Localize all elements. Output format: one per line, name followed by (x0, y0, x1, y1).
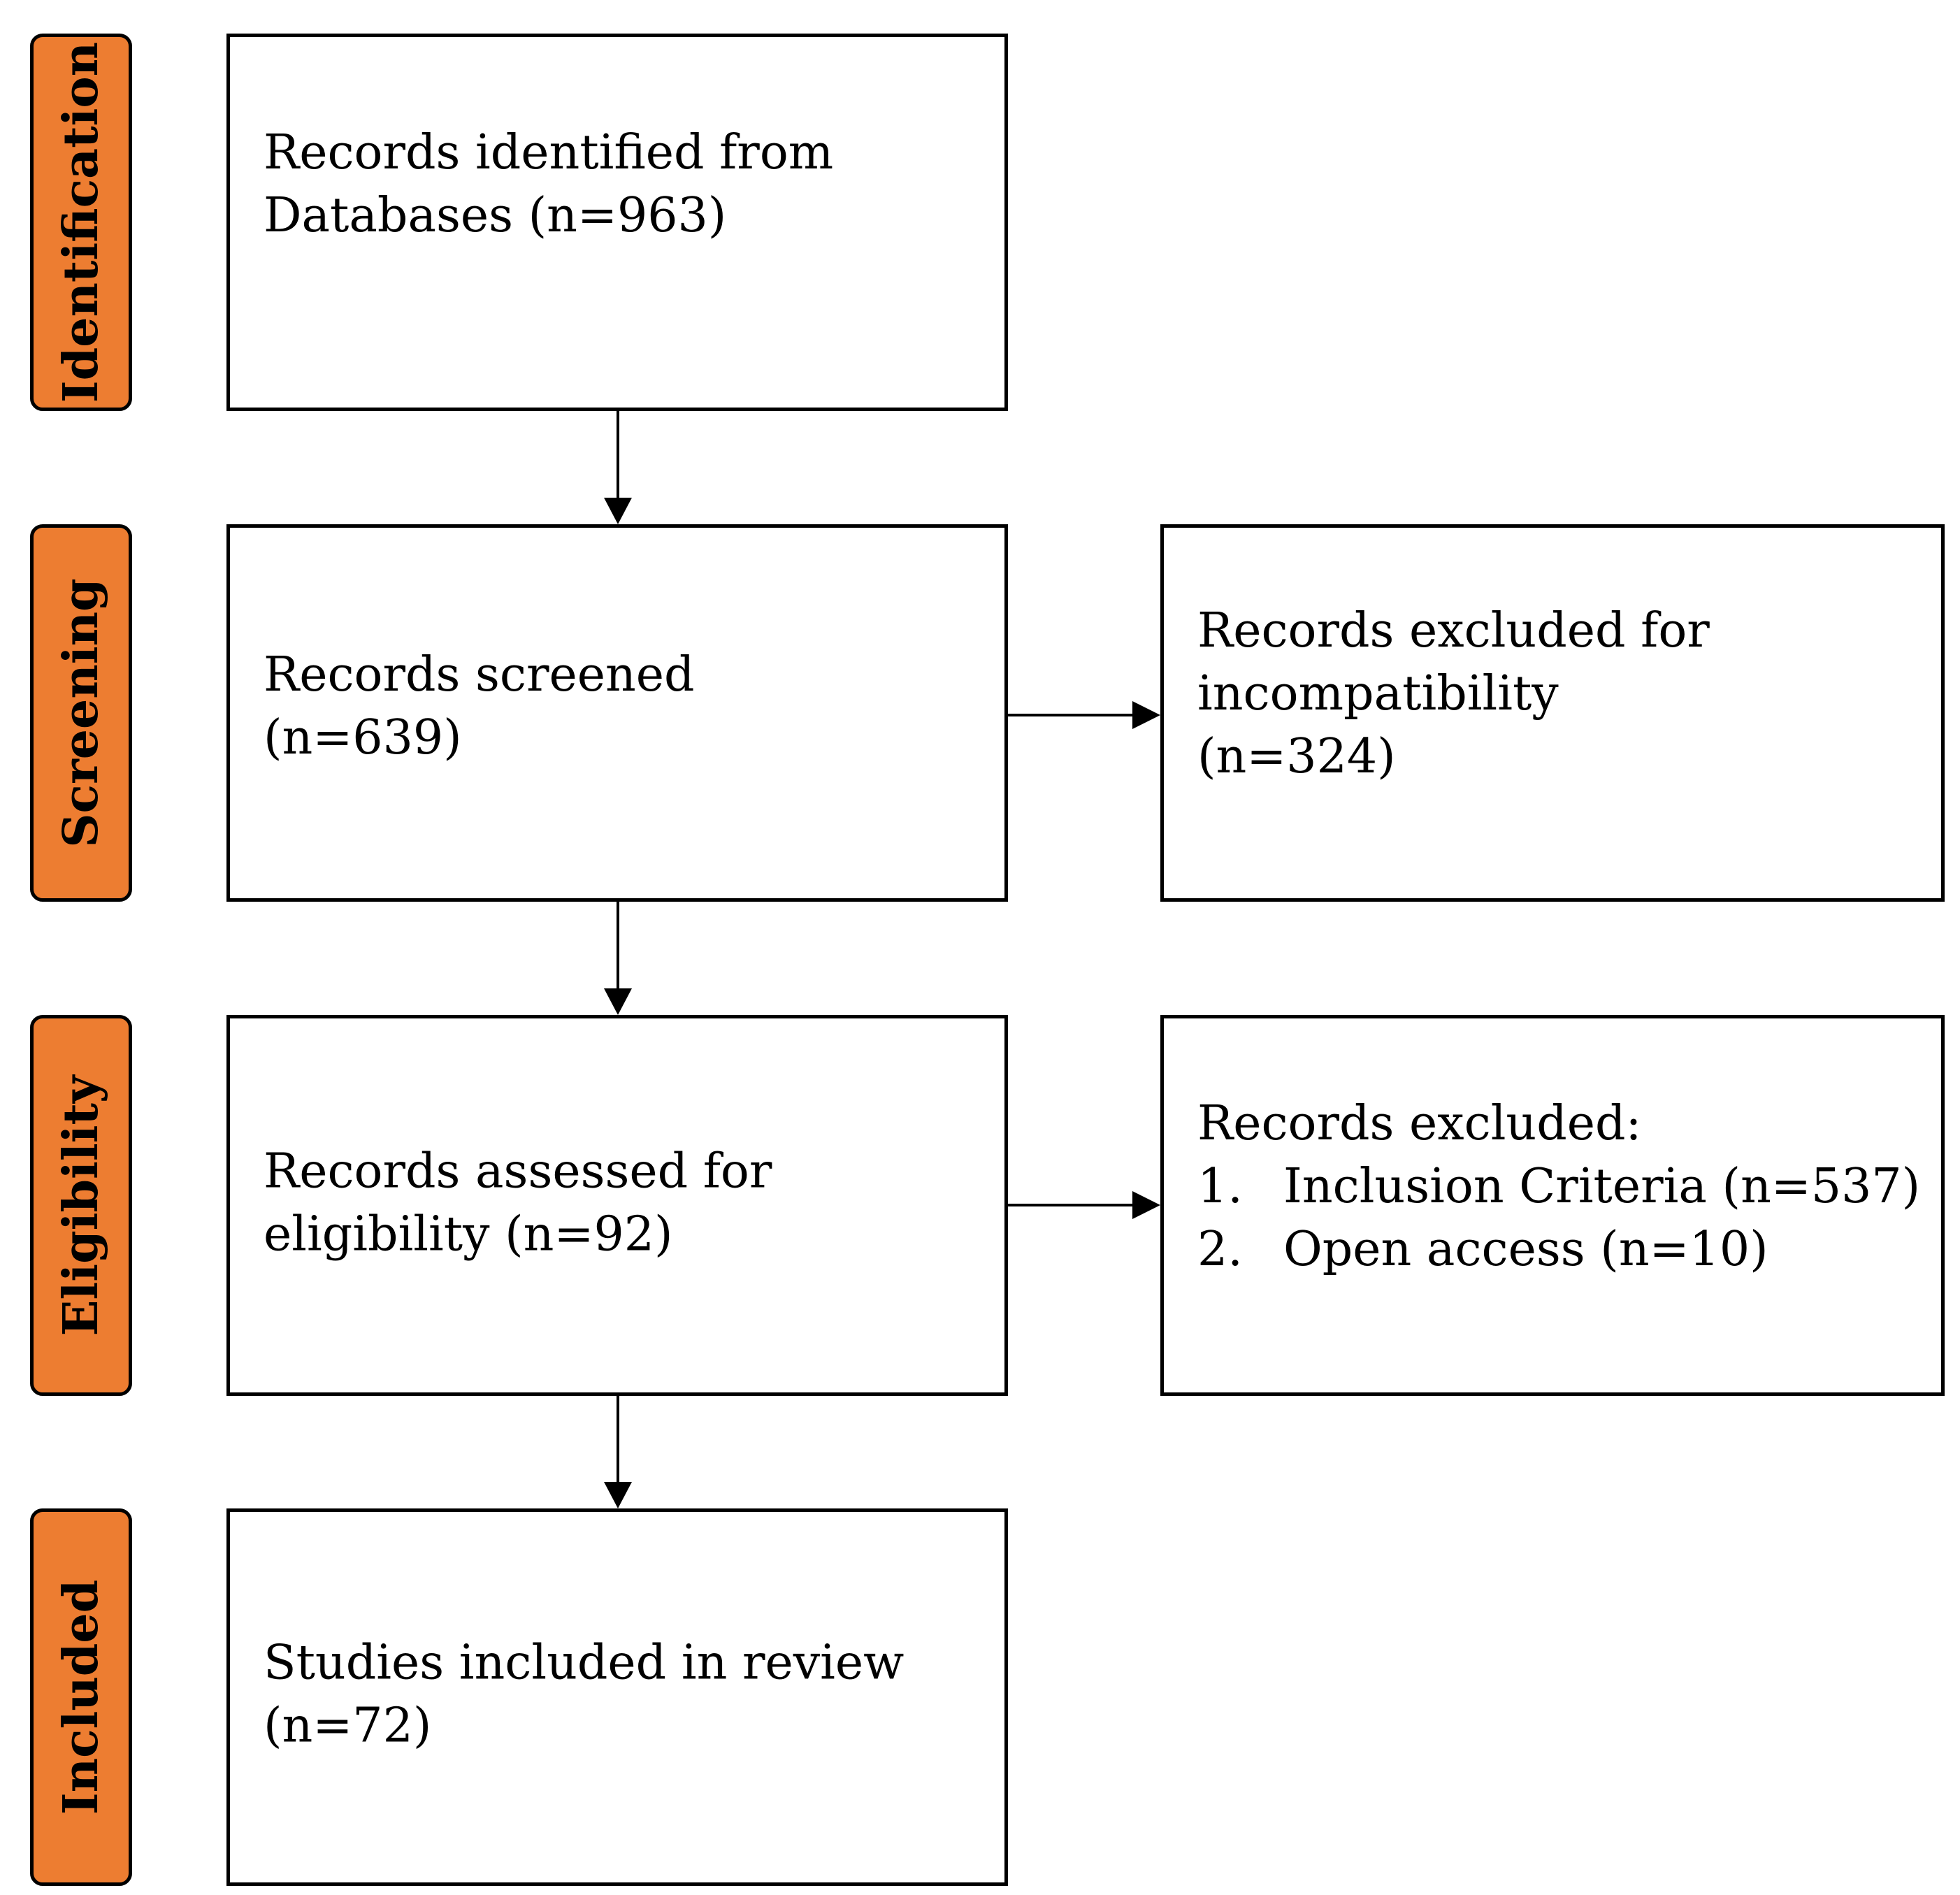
records-screened-line1: Records screened (264, 647, 695, 702)
excluded-eligibility-item-number: 2. (1197, 1221, 1243, 1277)
excluded-incompatibility-line1: Records excluded for (1197, 603, 1710, 658)
excluded-eligibility-heading: Records excluded: (1197, 1095, 1642, 1151)
excluded-eligibility-item: 2. Open access (n=10) (1197, 1218, 1920, 1281)
records-assessed-line1: Records assessed for (264, 1143, 772, 1199)
studies-included-line2: (n=72) (264, 1698, 432, 1754)
stage-label-screening: Screening (53, 578, 109, 848)
records-identified-line2: Databases (n=963) (264, 188, 727, 243)
stage-tab-identification: Identification (30, 34, 132, 411)
arrowhead-down-icon (604, 988, 632, 1015)
box-studies-included: Studies included in review (n=72) (226, 1508, 1008, 1886)
box-records-assessed: Records assessed for eligibility (n=92) (226, 1015, 1008, 1396)
arrowhead-right-icon (1132, 1191, 1160, 1219)
box-records-excluded-incompatibility-text: Records excluded for incompatibility (n=… (1197, 600, 1710, 788)
excluded-eligibility-item-text: Inclusion Criteria (n=537) (1283, 1158, 1921, 1214)
records-assessed-line2: eligibility (n=92) (264, 1206, 673, 1262)
arrowhead-right-icon (1132, 701, 1160, 729)
excluded-incompatibility-line3: (n=324) (1197, 729, 1396, 784)
box-records-screened: Records screened (n=639) (226, 524, 1008, 902)
stage-label-included: Included (53, 1579, 109, 1815)
stage-tab-screening: Screening (30, 524, 132, 902)
box-records-excluded-eligibility-text: Records excluded: 1. Inclusion Criteria (… (1197, 1093, 1920, 1281)
stage-label-identification: Identification (53, 41, 109, 403)
stage-tab-eligibility: Eligibility (30, 1015, 132, 1396)
box-records-assessed-text: Records assessed for eligibility (n=92) (264, 1140, 772, 1266)
excluded-incompatibility-line2: incompatibility (1197, 666, 1559, 721)
excluded-eligibility-item: 1. Inclusion Criteria (n=537) (1197, 1155, 1920, 1218)
box-records-excluded-eligibility: Records excluded: 1. Inclusion Criteria (… (1160, 1015, 1945, 1396)
stage-label-eligibility: Eligibility (53, 1075, 109, 1336)
box-records-excluded-incompatibility: Records excluded for incompatibility (n=… (1160, 524, 1945, 902)
arrowhead-down-icon (604, 1482, 632, 1508)
box-records-screened-text: Records screened (n=639) (264, 644, 695, 770)
excluded-eligibility-item-text: Open access (n=10) (1283, 1221, 1768, 1277)
stage-tab-included: Included (30, 1508, 132, 1886)
box-records-identified-text: Records identified from Databases (n=963… (264, 122, 833, 247)
box-records-identified: Records identified from Databases (n=963… (226, 34, 1008, 411)
excluded-eligibility-item-number: 1. (1197, 1158, 1243, 1214)
studies-included-line1: Studies included in review (264, 1635, 905, 1691)
records-identified-line1: Records identified from (264, 125, 834, 180)
box-studies-included-text: Studies included in review (n=72) (264, 1631, 904, 1757)
records-screened-line2: (n=639) (264, 710, 462, 765)
arrowhead-down-icon (604, 498, 632, 524)
